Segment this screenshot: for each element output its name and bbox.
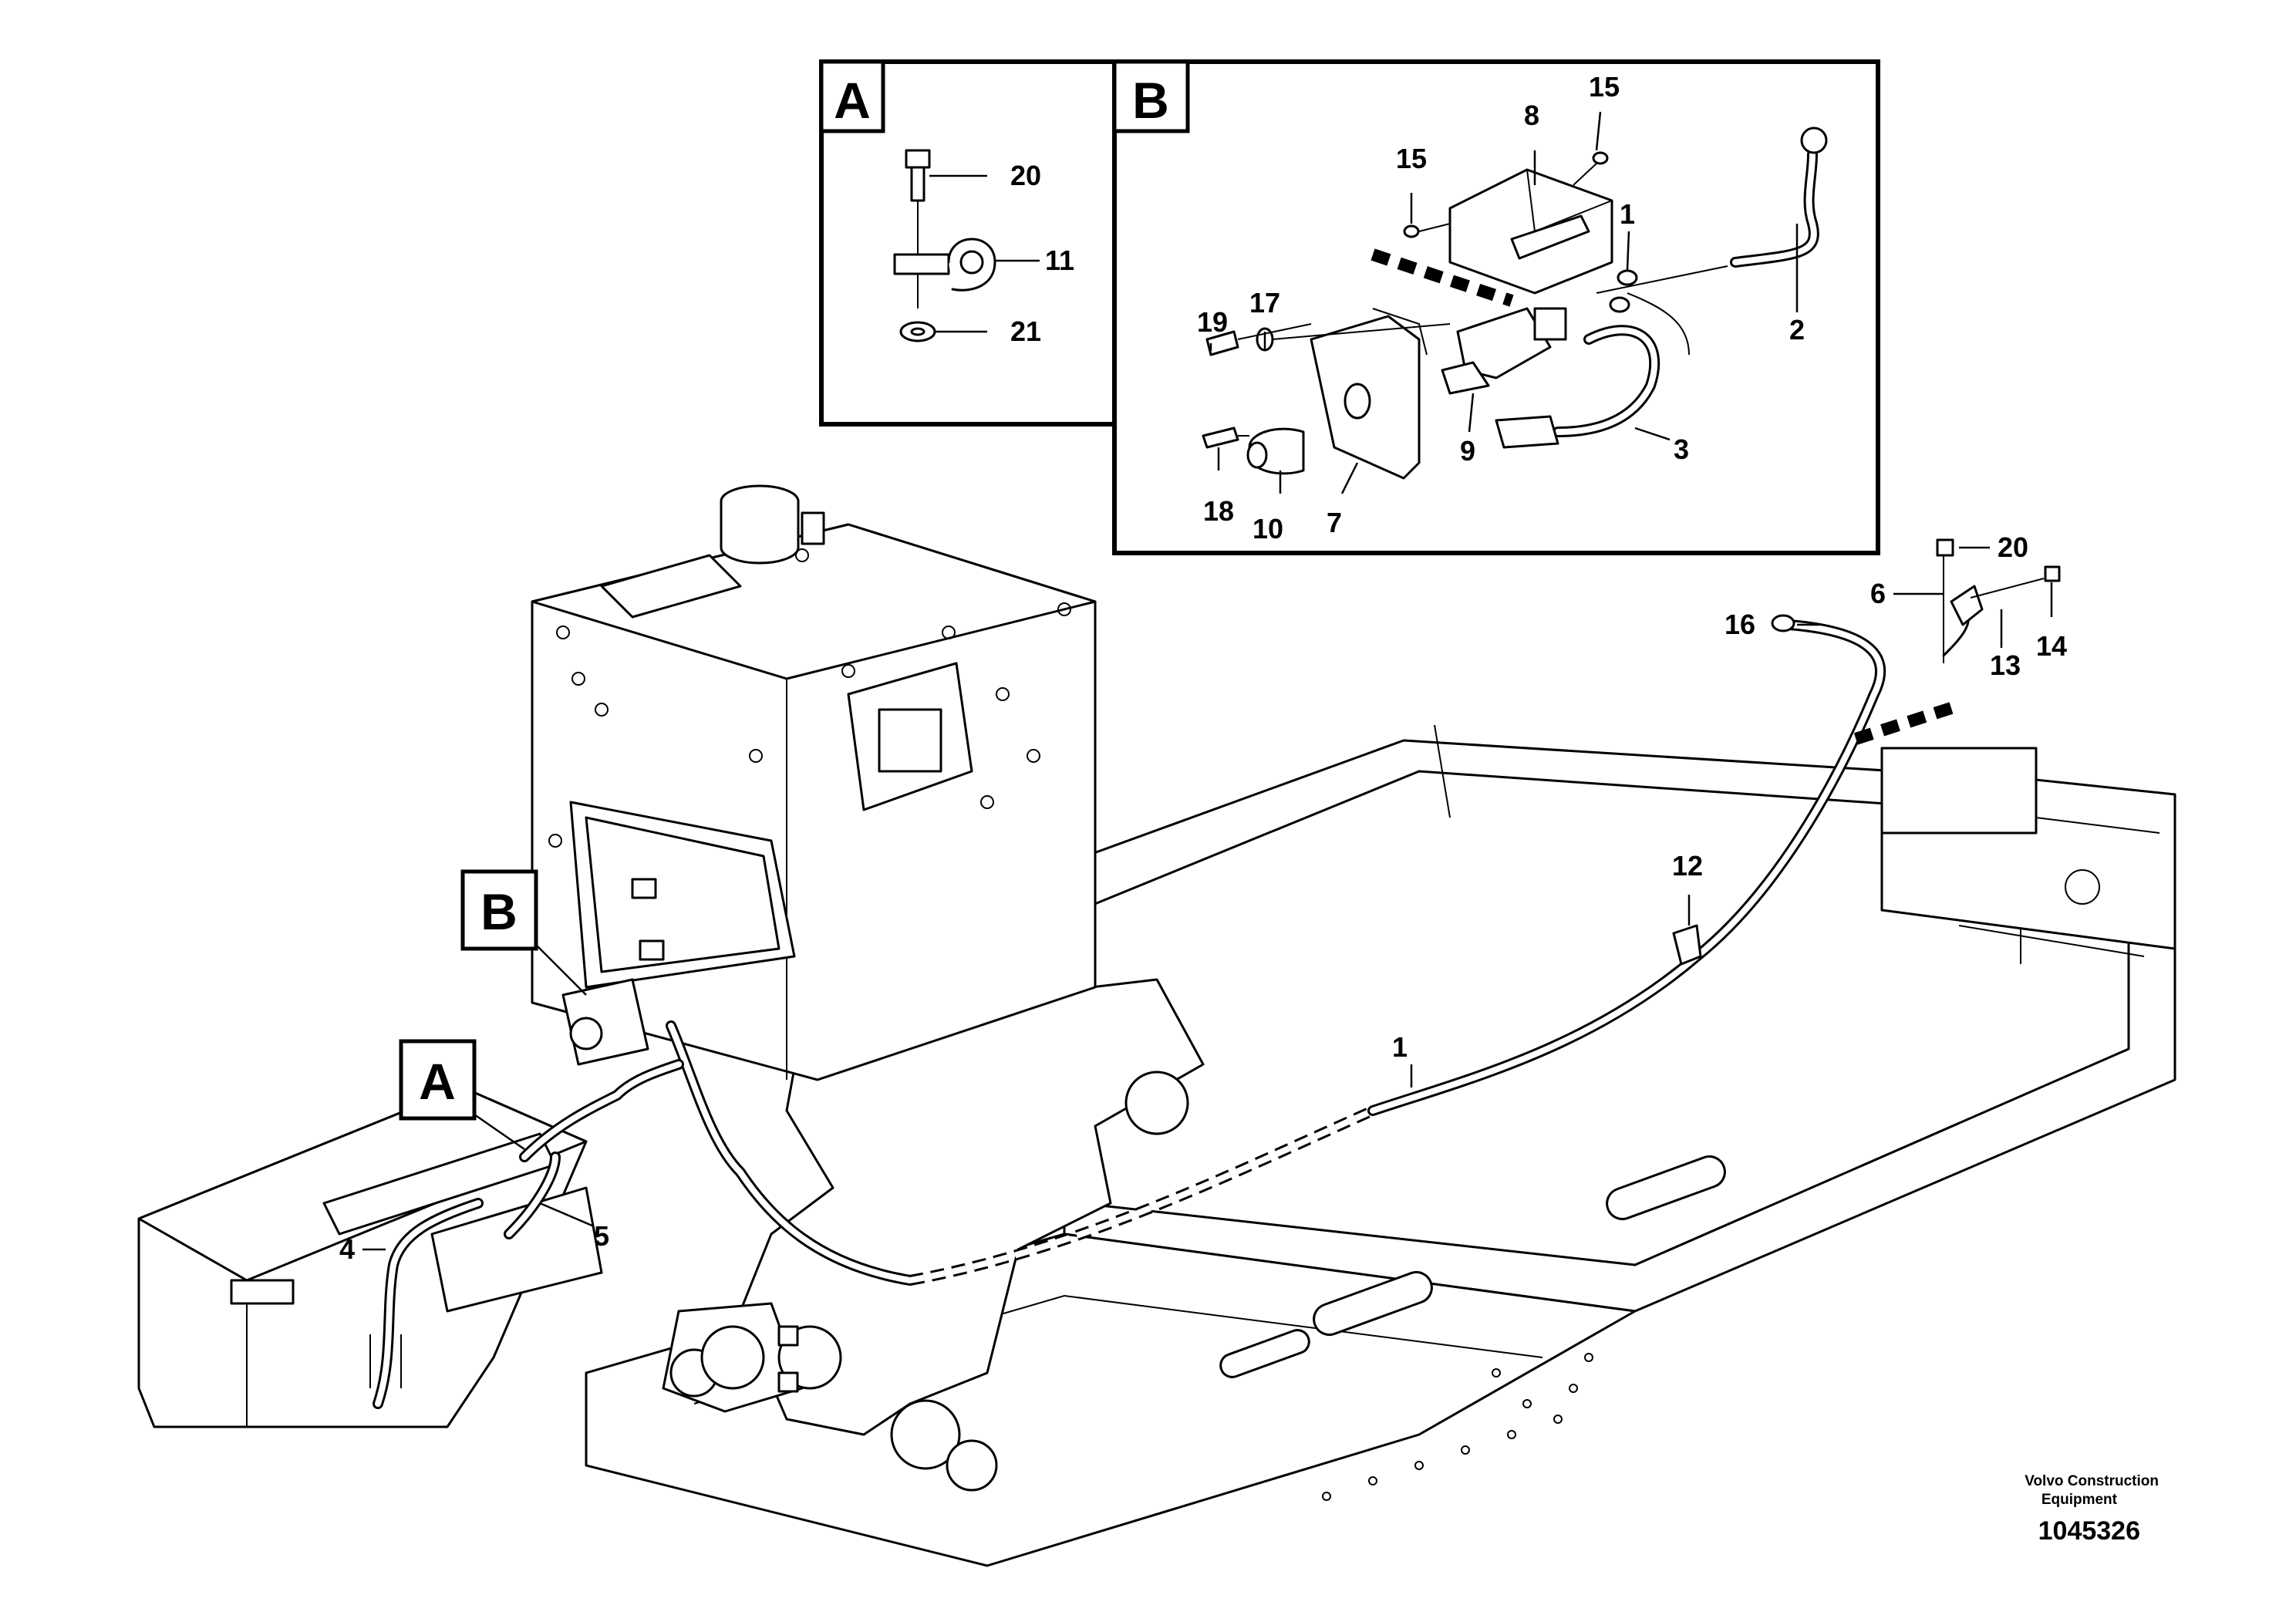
callout-18: 18 bbox=[1203, 495, 1234, 527]
battery-cable-4 bbox=[373, 1198, 484, 1409]
callout-14: 14 bbox=[2036, 630, 2067, 662]
callout-19: 19 bbox=[1197, 306, 1228, 338]
main-leaders bbox=[362, 546, 2053, 1251]
callout-11: 11 bbox=[1045, 244, 1074, 276]
callout-20-main: 20 bbox=[1998, 531, 2028, 563]
callout-1-detail: 1 bbox=[1620, 198, 1635, 230]
callout-20-detail: 20 bbox=[1010, 160, 1041, 191]
callout-5: 5 bbox=[594, 1220, 609, 1252]
callout-3: 3 bbox=[1674, 433, 1689, 465]
view-a-label: A bbox=[834, 72, 871, 129]
detail-b-marker: B bbox=[460, 869, 587, 996]
callout-16: 16 bbox=[1725, 609, 1755, 640]
brand-name-line2: Equipment bbox=[2041, 1492, 2117, 1508]
ground-strap bbox=[1849, 538, 2061, 747]
battery-cable-5 bbox=[504, 1059, 684, 1239]
callout-8: 8 bbox=[1524, 99, 1539, 131]
callout-1-main: 1 bbox=[1392, 1031, 1408, 1063]
battery-tray bbox=[137, 1086, 603, 1428]
callout-15-left: 15 bbox=[1396, 143, 1427, 174]
callout-17: 17 bbox=[1249, 287, 1280, 319]
view-b-label: B bbox=[1132, 72, 1169, 129]
cab-block bbox=[531, 484, 1097, 1081]
drawing-number: 1045326 bbox=[2038, 1516, 2140, 1546]
callout-21: 21 bbox=[1010, 315, 1041, 347]
callout-2: 2 bbox=[1789, 314, 1805, 346]
callout-9: 9 bbox=[1460, 435, 1475, 467]
callout-10: 10 bbox=[1253, 513, 1283, 545]
detail-a-marker: A bbox=[399, 1039, 525, 1151]
callout-numbers: 20 11 21 8 15 15 1 2 17 19 9 3 18 10 7 1… bbox=[339, 71, 2067, 1265]
callout-4: 4 bbox=[339, 1233, 355, 1265]
callout-7: 7 bbox=[1327, 507, 1342, 538]
callout-15-top: 15 bbox=[1589, 71, 1620, 103]
brand-name: Volvo Construction bbox=[2025, 1473, 2159, 1489]
callout-13: 13 bbox=[1990, 649, 2021, 681]
detail-view-b: B bbox=[1112, 59, 1880, 555]
marker-a-label: A bbox=[419, 1053, 456, 1110]
main-switch-assembly bbox=[561, 978, 649, 1066]
detail-view-a: A bbox=[819, 59, 1117, 427]
callout-6: 6 bbox=[1870, 578, 1886, 609]
callout-12: 12 bbox=[1672, 850, 1703, 882]
marker-b-label: B bbox=[480, 883, 518, 940]
battery-cable-1 bbox=[666, 614, 1886, 1286]
